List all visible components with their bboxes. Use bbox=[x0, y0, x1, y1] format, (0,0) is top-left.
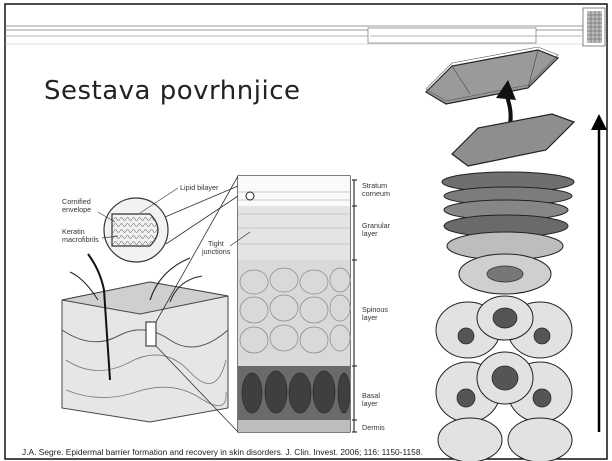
citation: J.A. Segre. Epidermal barrier formation … bbox=[22, 447, 423, 457]
corneocyte-flake bbox=[426, 47, 558, 104]
